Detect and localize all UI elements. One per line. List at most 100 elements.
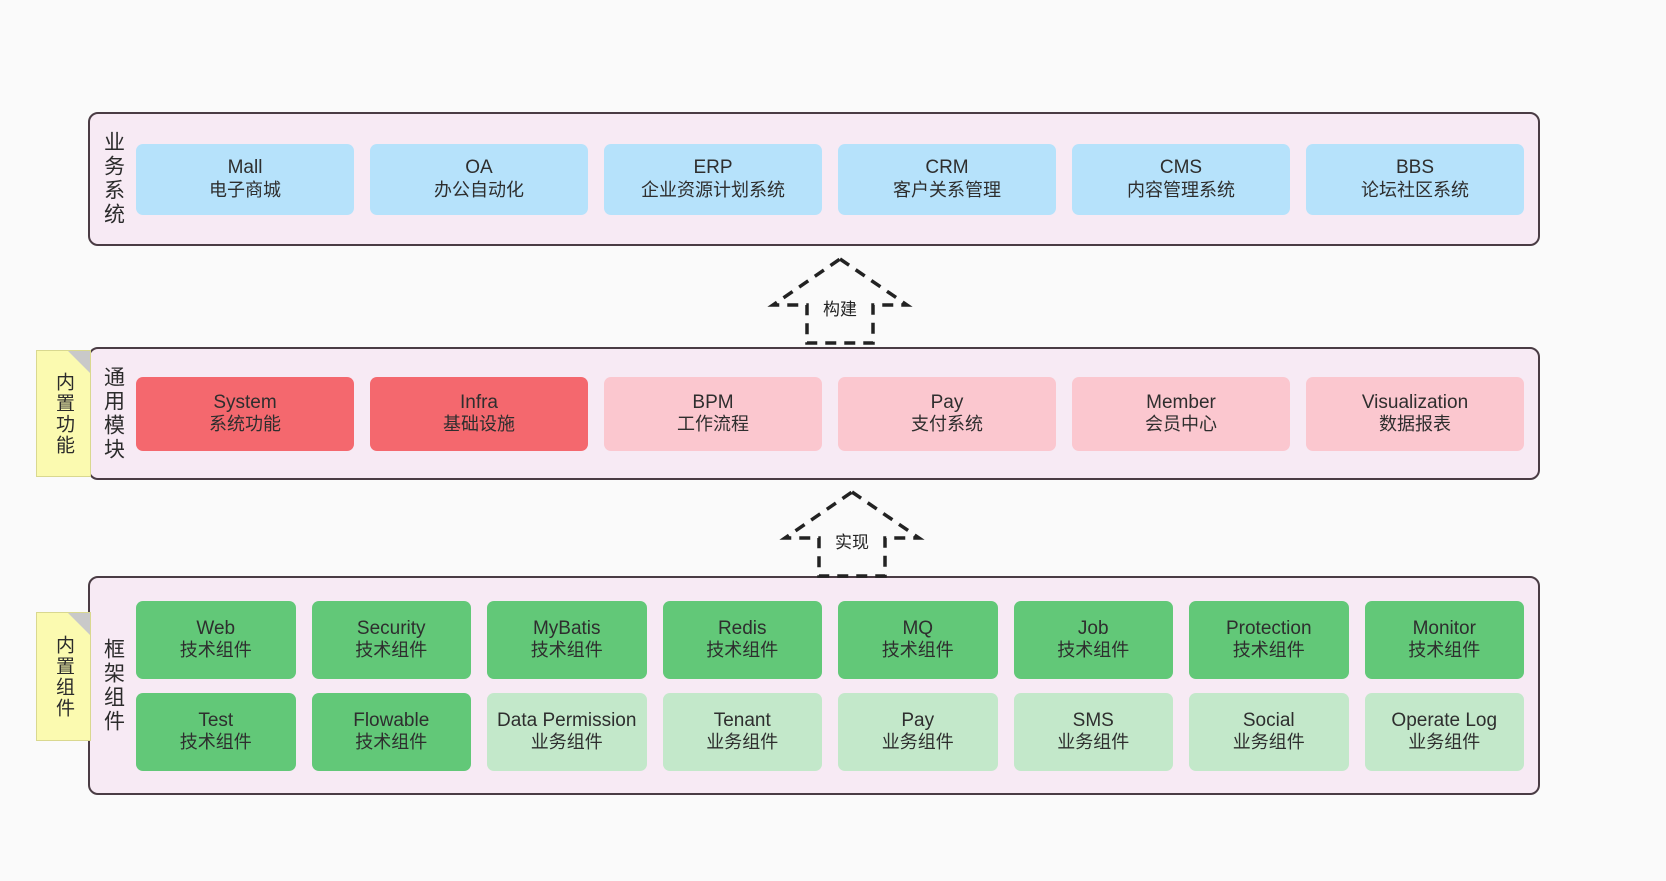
component-type-cn: 技术组件 — [179, 732, 252, 753]
layer-label-common: 通用模块 — [101, 365, 125, 462]
component-protection[interactable]: Protection 技术组件 — [1189, 600, 1349, 679]
module-name-en: BBS — [1395, 157, 1435, 179]
component-type-cn: 业务组件 — [1057, 732, 1130, 753]
component-type-cn: 技术组件 — [1232, 640, 1305, 661]
component-name-en: MQ — [902, 617, 934, 639]
component-type-cn: 业务组件 — [881, 732, 954, 753]
component-monitor[interactable]: Monitor 技术组件 — [1364, 600, 1524, 679]
layer-body-common: System 系统功能 Infra 基础设施 BPM 工作流程 Pay 支付系统… — [136, 349, 1538, 478]
module-member[interactable]: Member 会员中心 — [1072, 376, 1290, 451]
component-flowable[interactable]: Flowable 技术组件 — [311, 692, 471, 771]
component-type-cn: 技术组件 — [355, 732, 428, 753]
module-name-en: Infra — [459, 391, 499, 413]
component-type-cn: 业务组件 — [530, 732, 603, 753]
component-name-en: Protection — [1225, 617, 1312, 639]
module-name-cn: 支付系统 — [911, 414, 983, 435]
component-sms[interactable]: SMS 业务组件 — [1013, 692, 1173, 771]
component-name-en: Test — [198, 709, 234, 731]
sticky-note-label: 内置功能 — [53, 371, 74, 456]
module-name-en: Pay — [930, 391, 964, 413]
layer-body-framework: Web 技术组件 Security 技术组件 MyBatis 技术组件 Redi… — [136, 578, 1538, 793]
component-type-cn: 业务组件 — [1232, 732, 1305, 753]
component-data-permission[interactable]: Data Permission 业务组件 — [487, 692, 647, 771]
module-name-en: System — [213, 391, 277, 413]
module-name-en: ERP — [693, 157, 733, 179]
module-name-en: BPM — [692, 391, 734, 413]
component-social[interactable]: Social 业务组件 — [1189, 692, 1349, 771]
module-name-cn: 企业资源计划系统 — [641, 179, 785, 200]
sticky-note-builtin-features[interactable]: 内置功能 — [36, 350, 91, 477]
layer-business-system[interactable]: 业务系统 Mall 电子商城 OA 办公自动化 ERP 企业资源计划系统 CRM… — [88, 112, 1540, 246]
module-name-cn: 办公自动化 — [434, 179, 524, 200]
component-name-en: Data Permission — [497, 709, 637, 731]
layer-row: Mall 电子商城 OA 办公自动化 ERP 企业资源计划系统 CRM 客户关系… — [136, 143, 1524, 215]
component-type-cn: 技术组件 — [881, 640, 954, 661]
module-name-cn: 会员中心 — [1145, 414, 1217, 435]
component-name-en: Job — [1077, 617, 1109, 639]
module-infra[interactable]: Infra 基础设施 — [370, 376, 588, 451]
component-operate-log[interactable]: Operate Log 业务组件 — [1364, 692, 1524, 771]
sticky-note-label: 内置组件 — [53, 634, 74, 719]
module-bpm[interactable]: BPM 工作流程 — [604, 376, 822, 451]
layer-label-framework: 框架组件 — [101, 637, 125, 734]
component-tenant[interactable]: Tenant 业务组件 — [662, 692, 822, 771]
module-name-en: CMS — [1159, 157, 1203, 179]
component-name-en: Flowable — [353, 709, 430, 731]
component-name-en: SMS — [1072, 709, 1114, 731]
layer-common-module[interactable]: 通用模块 System 系统功能 Infra 基础设施 BPM 工作流程 Pay… — [88, 347, 1540, 480]
module-name-en: Visualization — [1361, 391, 1469, 413]
component-pay[interactable]: Pay 业务组件 — [838, 692, 998, 771]
module-name-en: Mall — [227, 157, 263, 179]
component-web[interactable]: Web 技术组件 — [136, 600, 296, 679]
component-type-cn: 技术组件 — [706, 640, 779, 661]
component-type-cn: 技术组件 — [1408, 640, 1481, 661]
module-name-cn: 论坛社区系统 — [1361, 179, 1469, 200]
layer-row: Web 技术组件 Security 技术组件 MyBatis 技术组件 Redi… — [136, 600, 1524, 679]
layer-body-business: Mall 电子商城 OA 办公自动化 ERP 企业资源计划系统 CRM 客户关系… — [136, 114, 1538, 244]
component-type-cn: 技术组件 — [179, 640, 252, 661]
component-mq[interactable]: MQ 技术组件 — [838, 600, 998, 679]
component-type-cn: 业务组件 — [706, 732, 779, 753]
module-bbs[interactable]: BBS 论坛社区系统 — [1306, 143, 1524, 215]
component-mybatis[interactable]: MyBatis 技术组件 — [487, 600, 647, 679]
module-name-cn: 电子商城 — [209, 179, 281, 200]
component-test[interactable]: Test 技术组件 — [136, 692, 296, 771]
module-visualization[interactable]: Visualization 数据报表 — [1306, 376, 1524, 451]
component-redis[interactable]: Redis 技术组件 — [662, 600, 822, 679]
module-erp[interactable]: ERP 企业资源计划系统 — [604, 143, 822, 215]
module-pay[interactable]: Pay 支付系统 — [838, 376, 1056, 451]
layer-row: Test 技术组件 Flowable 技术组件 Data Permission … — [136, 692, 1524, 771]
component-type-cn: 业务组件 — [1408, 732, 1481, 753]
component-type-cn: 技术组件 — [1057, 640, 1130, 661]
module-mall[interactable]: Mall 电子商城 — [136, 143, 354, 215]
module-name-cn: 数据报表 — [1379, 414, 1451, 435]
module-name-cn: 内容管理系统 — [1127, 179, 1235, 200]
connector-implement-arrow: 实现 — [772, 488, 932, 580]
module-system[interactable]: System 系统功能 — [136, 376, 354, 451]
component-security[interactable]: Security 技术组件 — [311, 600, 471, 679]
module-name-en: CRM — [925, 157, 969, 179]
module-name-cn: 客户关系管理 — [893, 179, 1001, 200]
module-cms[interactable]: CMS 内容管理系统 — [1072, 143, 1290, 215]
component-name-en: Security — [356, 617, 426, 639]
module-crm[interactable]: CRM 客户关系管理 — [838, 143, 1056, 215]
layer-label-business: 业务系统 — [101, 131, 125, 227]
module-name-cn: 系统功能 — [209, 414, 281, 435]
component-name-en: MyBatis — [532, 617, 601, 639]
component-name-en: Monitor — [1412, 617, 1476, 639]
component-name-en: Social — [1242, 709, 1295, 731]
connector-build-arrow: 构建 — [760, 255, 920, 347]
component-name-en: Operate Log — [1391, 709, 1498, 731]
module-name-en: Member — [1146, 391, 1216, 413]
component-type-cn: 技术组件 — [530, 640, 603, 661]
module-name-cn: 工作流程 — [677, 414, 749, 435]
component-job[interactable]: Job 技术组件 — [1013, 600, 1173, 679]
module-oa[interactable]: OA 办公自动化 — [370, 143, 588, 215]
sticky-note-builtin-components[interactable]: 内置组件 — [36, 612, 91, 741]
component-name-en: Tenant — [713, 709, 771, 731]
component-type-cn: 技术组件 — [355, 640, 428, 661]
layer-framework-component[interactable]: 框架组件 Web 技术组件 Security 技术组件 MyBatis 技术组件… — [88, 576, 1540, 795]
module-name-cn: 基础设施 — [443, 414, 515, 435]
layer-row: System 系统功能 Infra 基础设施 BPM 工作流程 Pay 支付系统… — [136, 376, 1524, 451]
